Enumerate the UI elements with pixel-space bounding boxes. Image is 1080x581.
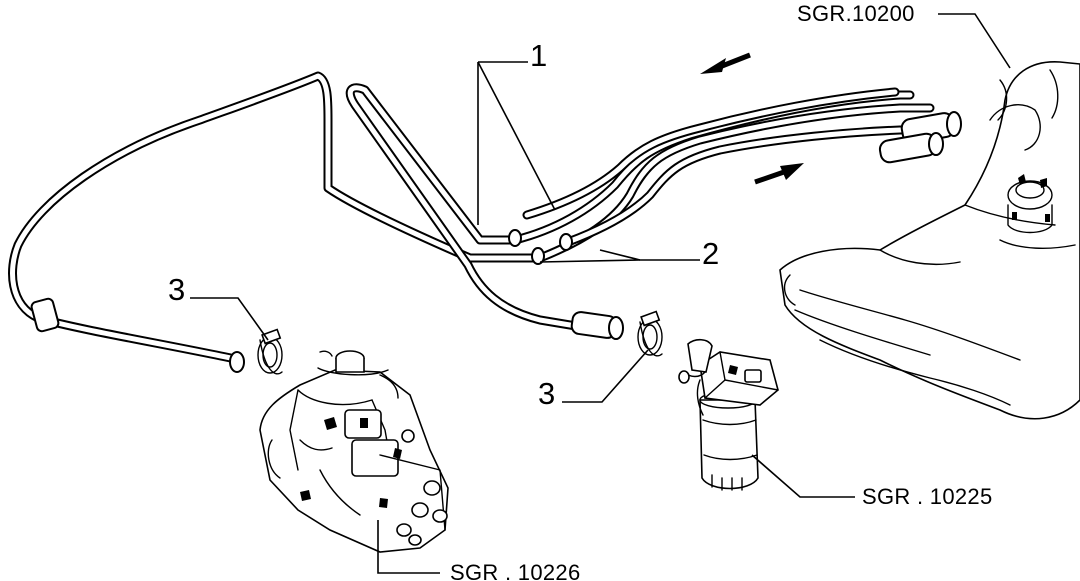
- callout-2: 2: [702, 236, 719, 271]
- hose-sleeve-tank-lower: [878, 132, 944, 164]
- leader-lines: [190, 13, 1011, 574]
- leader-2: [599, 249, 700, 261]
- pipe-ends: [229, 229, 573, 373]
- hose-sleeve-left: [30, 297, 60, 333]
- hose-clamp-left: [257, 328, 283, 375]
- ref-sgr-10225: SGR . 10225: [862, 484, 993, 509]
- leader-sgr-10200: [938, 13, 1011, 69]
- fuel-filter: [678, 338, 779, 491]
- fuel-pipe-return: [345, 83, 925, 335]
- flow-arrow-return: [700, 52, 751, 74]
- leader-sgr-10226: [377, 520, 440, 574]
- callout-1: 1: [530, 38, 547, 73]
- leader-1-b: [477, 61, 556, 211]
- injection-pump: [259, 350, 449, 553]
- leader-3-right: [562, 349, 649, 403]
- leader-sgr-10225: [751, 454, 855, 498]
- callout-3-right: 3: [538, 376, 555, 411]
- leader-3-left: [190, 297, 269, 341]
- ref-sgr-10226: SGR . 10226: [450, 560, 581, 581]
- flow-arrow-feed: [754, 163, 804, 185]
- fuel-tank: [779, 61, 1080, 420]
- hose-sleeve-pump: [570, 311, 624, 340]
- fuel-pipe-feed: [8, 71, 935, 365]
- callout-3-left: 3: [168, 272, 185, 307]
- hose-clamp-right: [637, 310, 663, 357]
- leader-2-b: [539, 259, 641, 263]
- ref-sgr-10200: SGR.10200: [797, 1, 915, 26]
